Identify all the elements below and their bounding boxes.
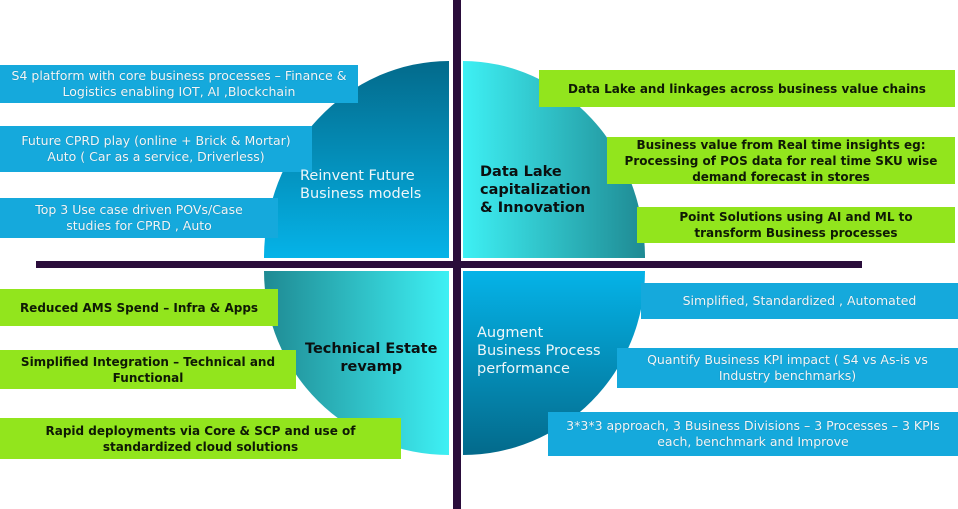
item-text: Simplified Integration – Technical and F… [20,354,276,385]
bottom-left-item-3: Rapid deployments via Core & SCP and use… [0,418,401,459]
label-line: & Innovation [480,200,586,216]
top-left-item-2: Future CPRD play (online + Brick & Morta… [0,126,312,172]
top-left-item-1: S4 platform with core business processes… [0,65,358,103]
item-text: Data Lake and linkages across business v… [568,81,926,96]
bottom-left-item-1: Reduced AMS Spend – Infra & Apps [0,289,278,326]
label-line: Business models [300,186,422,202]
quadrant-bottom-left-shape [264,271,449,455]
label-line: revamp [340,359,403,375]
label-line: capitalization [480,182,591,198]
top-right-item-2: Business value from Real time insights e… [607,137,955,184]
quadrant-top-left-shape [264,61,449,258]
item-text: Point Solutions using AI and ML to trans… [679,210,913,240]
top-left-item-3: Top 3 Use case driven POVs/Case studies … [0,198,278,238]
label-line: Reinvent Future [300,168,415,184]
label-line: Technical Estate [305,341,438,357]
quadrant-bottom-right-label: Augment Business Process performance [477,324,601,378]
label-line: Data Lake [480,164,562,180]
vertical-divider [453,0,461,509]
item-text: Reduced AMS Spend – Infra & Apps [19,300,259,315]
label-line: Augment [477,325,544,341]
label-line: performance [477,361,570,377]
bottom-left-item-2: Simplified Integration – Technical and F… [0,350,296,389]
bottom-right-item-1: Simplified, Standardized , Automated [641,283,958,319]
quadrant-top-right-label: Data Lake capitalization & Innovation [480,163,591,217]
item-text: Quantify Business KPI impact ( S4 vs As-… [647,352,928,383]
item-text: Simplified, Standardized , Automated [682,293,917,308]
item-text: 3*3*3 approach, 3 Business Divisions – 3… [566,418,940,449]
item-text: Future CPRD play (online + Brick & Morta… [21,133,291,164]
quadrant-top-left-label: Reinvent Future Business models [300,167,421,203]
bottom-right-item-3: 3*3*3 approach, 3 Business Divisions – 3… [548,412,958,456]
quadrant-bottom-left-label: Technical Estate revamp [305,340,437,376]
horizontal-divider [36,261,862,268]
label-line: Business Process [477,343,601,359]
quadrant-bottom-right-shape [463,271,645,455]
item-text: Top 3 Use case driven POVs/Case studies … [35,202,243,233]
item-text: S4 platform with core business processes… [11,68,347,99]
top-right-item-1: Data Lake and linkages across business v… [539,70,955,107]
item-text: Rapid deployments via Core & SCP and use… [45,423,356,454]
bottom-right-item-2: Quantify Business KPI impact ( S4 vs As-… [617,348,958,388]
top-right-item-3: Point Solutions using AI and ML to trans… [637,207,955,243]
quadrant-top-right-shape [463,61,645,258]
item-text: Business value from Real time insights e… [624,137,938,184]
